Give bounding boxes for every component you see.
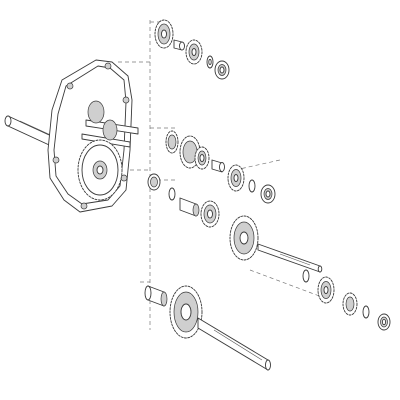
left-middle-parts bbox=[147, 173, 220, 228]
bearing-top bbox=[214, 60, 230, 80]
gear-clutch bbox=[200, 200, 220, 228]
washer-left bbox=[168, 187, 176, 201]
washer-mid bbox=[248, 179, 256, 193]
gear-mid-2 bbox=[227, 164, 245, 192]
middle-part-stack bbox=[165, 130, 276, 204]
gear-top-2 bbox=[185, 39, 203, 65]
gearbox-housing bbox=[4, 59, 139, 213]
gear-right-2 bbox=[342, 292, 358, 316]
gear-mid-cluster bbox=[179, 135, 210, 170]
gear-top-1 bbox=[154, 19, 174, 49]
top-part-stack bbox=[154, 19, 230, 80]
roller-cage bbox=[179, 197, 200, 217]
bushing-mid bbox=[211, 159, 225, 173]
lower-large-gear bbox=[169, 285, 203, 339]
washer-right-2 bbox=[362, 305, 370, 319]
gear-mid-1 bbox=[165, 130, 179, 154]
bearing-mid bbox=[260, 184, 276, 204]
output-shaft bbox=[197, 317, 271, 371]
washer-top bbox=[206, 55, 214, 69]
bearing-left bbox=[147, 173, 161, 191]
bushing-lower bbox=[144, 285, 168, 307]
washer-right bbox=[302, 269, 310, 283]
gear-right-1 bbox=[317, 276, 335, 304]
bushing-top bbox=[173, 39, 185, 51]
upper-large-gear-shaft bbox=[229, 215, 323, 273]
right-lower-parts bbox=[302, 269, 391, 331]
lower-output-assembly bbox=[144, 285, 271, 371]
housing-large-gear bbox=[77, 139, 123, 201]
bearing-right bbox=[377, 313, 391, 331]
